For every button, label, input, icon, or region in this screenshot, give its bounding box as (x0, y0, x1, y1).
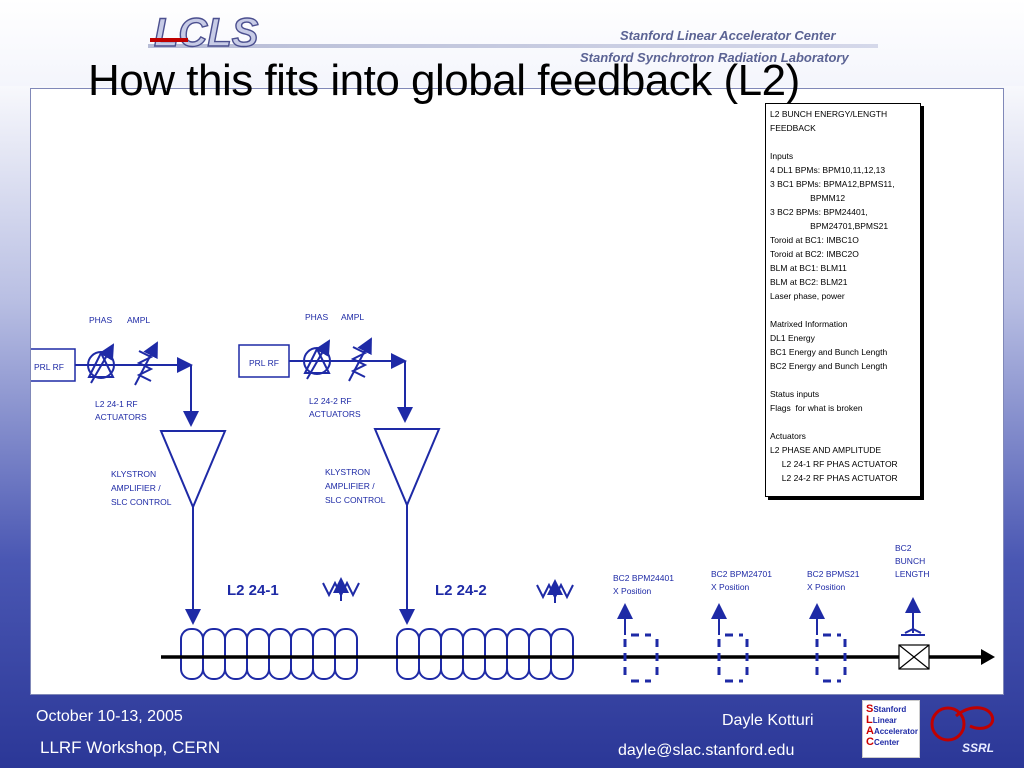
footer-date: October 10-13, 2005 (36, 708, 183, 725)
slac-logo: SStanford LLinear AAccelerator CCenter (862, 700, 920, 758)
klystron-amplifier-icon-2[interactable] (373, 428, 441, 508)
station-1: PRL RF PHAS AMPL L2 24-1 RF ACTUATORS KL… (31, 315, 360, 680)
footer-email[interactable]: dayle@slac.stanford.edu (618, 742, 795, 759)
phas-label-2: PHAS (305, 312, 328, 322)
bpm-label-1b: X Position (613, 586, 652, 596)
bunch-label-1: BC2 (895, 543, 912, 553)
phas-label-1: PHAS (89, 315, 112, 325)
bpm-label-2a: BC2 BPM24701 (711, 569, 772, 579)
bpm-24701[interactable]: BC2 BPM24701 X Position (711, 569, 772, 683)
slac-logo-line-2: Linear (872, 716, 897, 725)
section-label-2: L2 24-2 (435, 582, 487, 599)
klystron-label-1b: AMPLIFIER / (111, 483, 161, 493)
footer-event: LLRF Workshop, CERN (40, 738, 221, 757)
phase-shifter-icon[interactable] (303, 339, 331, 380)
accelerator-cavity-2 (396, 628, 574, 680)
ssrl-logo: SSRL (930, 706, 995, 755)
svg-text:SSRL: SSRL (962, 741, 994, 755)
klystron-label-2c: SLC CONTROL (325, 495, 386, 505)
phase-shifter-icon[interactable] (87, 343, 115, 384)
attenuator-icon[interactable] (134, 341, 158, 386)
prl-rf-box-1[interactable] (31, 348, 76, 382)
klystron-label-1c: SLC CONTROL (111, 497, 172, 507)
bunch-length-monitor[interactable]: BC2 BUNCH LENGTH (895, 543, 930, 670)
klystron-amplifier-icon-1[interactable] (159, 430, 227, 510)
actuators-label-2a: L2 24-2 RF (309, 396, 352, 406)
prl-rf-label-2: PRL RF (249, 358, 279, 368)
bunch-label-2: BUNCH (895, 556, 925, 566)
feedback-diagram: PRL RF PHAS AMPL L2 24-1 RF ACTUATORS KL… (31, 312, 995, 683)
station-2: PRL RF PHAS AMPL L2 24-2 RF ACTUATORS KL… (238, 312, 574, 680)
slac-logo-line-4: Center (873, 738, 900, 747)
prl-rf-box-2[interactable] (238, 344, 290, 378)
klystron-label-2b: AMPLIFIER / (325, 481, 375, 491)
accelerator-cavity-1 (180, 628, 358, 680)
diagram-panel: PRL RF PHAS AMPL L2 24-1 RF ACTUATORS KL… (30, 88, 1004, 695)
ampl-label-2: AMPL (341, 312, 364, 322)
slac-logo-line-1: Stanford (873, 705, 907, 714)
klystron-label-2a: KLYSTRON (325, 467, 370, 477)
org-ssrl: Stanford Synchrotron Radiation Laborator… (580, 50, 849, 65)
bpm-label-3a: BC2 BPMS21 (807, 569, 860, 579)
bpm-s21[interactable]: BC2 BPMS21 X Position (807, 569, 860, 683)
prl-rf-label-1: PRL RF (34, 362, 64, 372)
lcls-logo: LCLS (150, 10, 259, 56)
attenuator-icon[interactable] (348, 337, 372, 382)
klystron-label-1a: KLYSTRON (111, 469, 156, 479)
ampl-label-1: AMPL (127, 315, 150, 325)
page-title: How this fits into global feedback (L2) (88, 56, 800, 105)
bpm-label-3b: X Position (807, 582, 846, 592)
section-label-1: L2 24-1 (227, 582, 279, 599)
header-rule (148, 44, 878, 48)
bunch-label-3: LENGTH (895, 569, 929, 579)
header-band (0, 0, 1024, 86)
beam-direction-arrow (981, 649, 995, 665)
actuators-label-1a: L2 24-1 RF (95, 399, 138, 409)
actuators-label-2b: ACTUATORS (309, 409, 361, 419)
feedback-info-box: L2 BUNCH ENERGY/LENGTH FEEDBACK Inputs 4… (765, 103, 921, 497)
bpm-label-1a: BC2 BPM24401 (613, 573, 674, 583)
actuators-label-1b: ACTUATORS (95, 412, 147, 422)
org-slac: Stanford Linear Accelerator Center (620, 28, 836, 43)
bpm-24401[interactable]: BC2 BPM24401 X Position (613, 573, 674, 683)
svg-text:LCLS: LCLS (154, 11, 259, 55)
bpm-label-2b: X Position (711, 582, 750, 592)
footer-author: Dayle Kotturi (722, 712, 814, 729)
slac-logo-line-3: Accelerator (873, 727, 918, 736)
